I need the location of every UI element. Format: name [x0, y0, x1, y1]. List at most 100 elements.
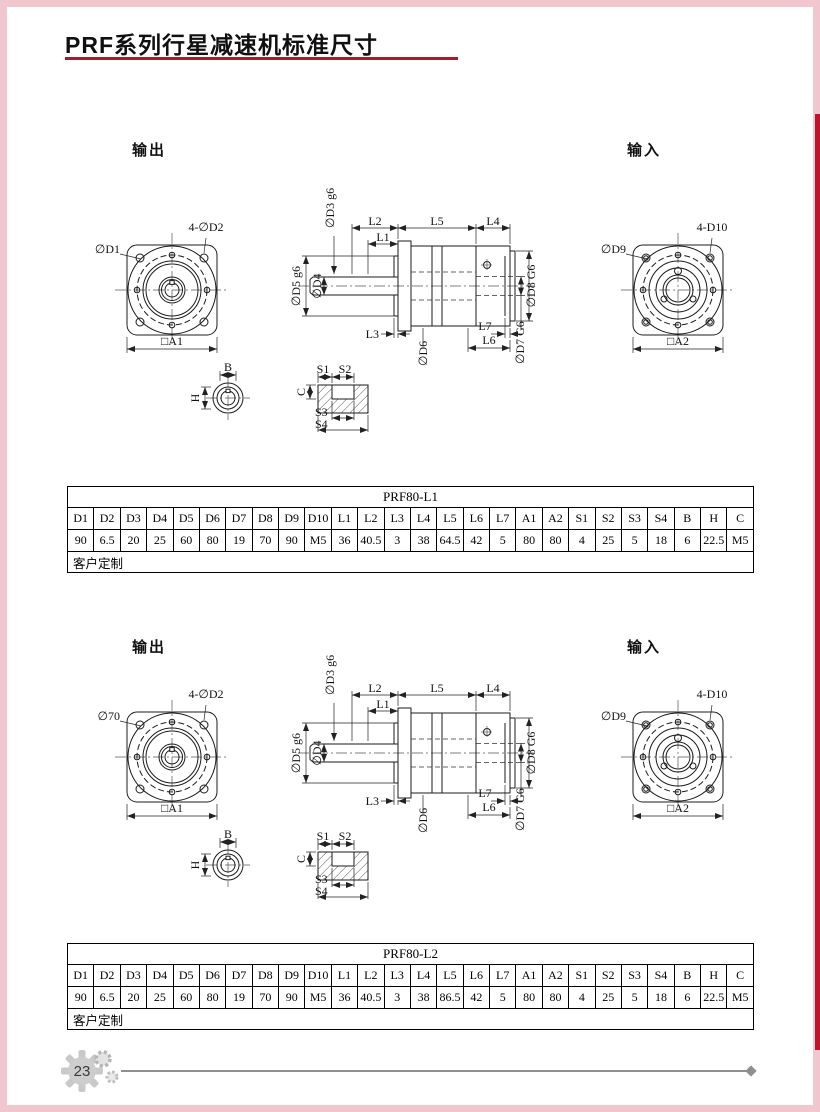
dim-label-s2: S2 [339, 829, 352, 843]
table-value-cell: M5 [726, 529, 754, 552]
dim-label-d3: ∅D3 g6 [323, 655, 337, 695]
dim-label-b: B [224, 360, 232, 374]
dim-label-d7: ∅D7 G6 [513, 788, 527, 831]
dim-label-d5: ∅D5 g6 [289, 266, 303, 306]
table-header-cell: L4 [409, 964, 438, 987]
table-value-cell: 22.5 [699, 986, 728, 1009]
dim-label-d9: ∅D9 [601, 709, 626, 723]
table-header-cell: S4 [647, 507, 675, 530]
table-header-cell: S4 [647, 964, 675, 987]
table-value-cell: 80 [541, 529, 570, 552]
table-header-cell: D7 [225, 507, 253, 530]
dim-label-h: H [188, 860, 202, 869]
table-value-cell: 5 [488, 986, 517, 1009]
output-label-1: 输出 [132, 142, 167, 159]
small-gear-icon [105, 1070, 119, 1084]
table-header-cell: D4 [146, 507, 174, 530]
table-value-cell: 3 [383, 986, 411, 1009]
table-header-cell: D8 [251, 964, 280, 987]
table-header-cell: L5 [436, 507, 464, 530]
dim-label-d10: 4-D10 [697, 687, 728, 701]
table-value-cell: 18 [647, 986, 675, 1009]
table-header-cell: D6 [198, 964, 227, 987]
table-header-cell: D10 [304, 964, 332, 987]
table-header-cell: S3 [620, 964, 649, 987]
table-header-cell: D1 [66, 507, 95, 530]
dim-label-b: B [224, 827, 232, 841]
table-header-cell: L6 [462, 507, 491, 530]
table-value-cell: M5 [304, 986, 332, 1009]
table-header-cell: D5 [172, 507, 200, 530]
table-value-cell: 90 [277, 986, 306, 1009]
table-value-cell: M5 [304, 529, 332, 552]
table-title-cell: PRF80-L2 [67, 943, 754, 965]
table-header-cell: L5 [436, 964, 464, 987]
table-header-cell: H [699, 964, 728, 987]
table-value-cell: 5 [620, 529, 649, 552]
dim-label-d2: 4-∅D2 [188, 687, 223, 701]
table-value-cell: 25 [594, 529, 622, 552]
table-header-cell: A2 [541, 964, 570, 987]
dim-label-c: C [294, 855, 308, 863]
table-header-cell: D4 [146, 964, 174, 987]
table-value-cell: 38 [409, 529, 438, 552]
table-value-cell: 19 [225, 986, 253, 1009]
table-header-cell: D3 [119, 507, 148, 530]
table-value-cell: 60 [172, 529, 200, 552]
table-value-cell: 40.5 [357, 529, 385, 552]
table-header-cell: A1 [515, 507, 543, 530]
table-value-cell: 6.5 [93, 986, 121, 1009]
dim-label-s2: S2 [339, 362, 352, 376]
gear-icon [61, 1050, 119, 1092]
output-label-2: 输出 [132, 639, 167, 656]
dim-label-a2: □A2 [667, 801, 689, 815]
table-value-cell: 3 [383, 529, 411, 552]
dim-label-h: H [188, 393, 202, 402]
page-title: PRF系列行星减速机标准尺寸 [65, 32, 378, 58]
table-value-cell: 60 [172, 986, 200, 1009]
table-value-cell: 80 [515, 986, 543, 1009]
dim-label-d3: ∅D3 g6 [323, 188, 337, 228]
table-header-cell: D3 [119, 964, 148, 987]
table-footer-cell: 客户定制 [67, 1008, 754, 1030]
table-value-cell: 18 [647, 529, 675, 552]
table-header-cell: L3 [383, 964, 411, 987]
table-value-cell: 70 [251, 986, 280, 1009]
dim-label-d4: ∅D4 [310, 273, 324, 298]
dim-label-l2: L2 [368, 214, 381, 228]
table-header-cell: L7 [488, 964, 517, 987]
table-row: 客户定制 [67, 551, 754, 573]
table-value-cell: 38 [409, 986, 438, 1009]
table-header-cell: L4 [409, 507, 438, 530]
table-value-cell: 22.5 [699, 529, 728, 552]
dim-label-d10: 4-D10 [697, 220, 728, 234]
shaft-end-view [201, 371, 250, 420]
input-label-2: 输入 [627, 639, 662, 656]
table-row: PRF80-L2 [67, 943, 754, 965]
table-header-cell: D6 [198, 507, 227, 530]
table-value-cell: 42 [462, 986, 491, 1009]
table-header-cell: S2 [594, 964, 622, 987]
dim-label-l5: L5 [430, 681, 443, 695]
table-value-cell: 25 [594, 986, 622, 1009]
table-header-cell: L6 [462, 964, 491, 987]
dim-label-l6: L6 [482, 333, 495, 347]
table-value-cell: 4 [568, 529, 596, 552]
table-header-cell: L1 [330, 507, 359, 530]
dim-label-l5: L5 [430, 214, 443, 228]
dim-label-a2: □A2 [667, 334, 689, 348]
table-value-cell: 6 [673, 529, 702, 552]
dim-label-s4: S4 [315, 417, 328, 431]
page-footer: 23 [61, 1050, 757, 1092]
table-value-cell: 40.5 [357, 986, 385, 1009]
table-value-cell: 80 [541, 986, 570, 1009]
table-header-cell: H [699, 507, 728, 530]
table-header-cell: D7 [225, 964, 253, 987]
dim-label-l4: L4 [486, 681, 499, 695]
dim-label-d7: ∅D7 G6 [513, 321, 527, 364]
